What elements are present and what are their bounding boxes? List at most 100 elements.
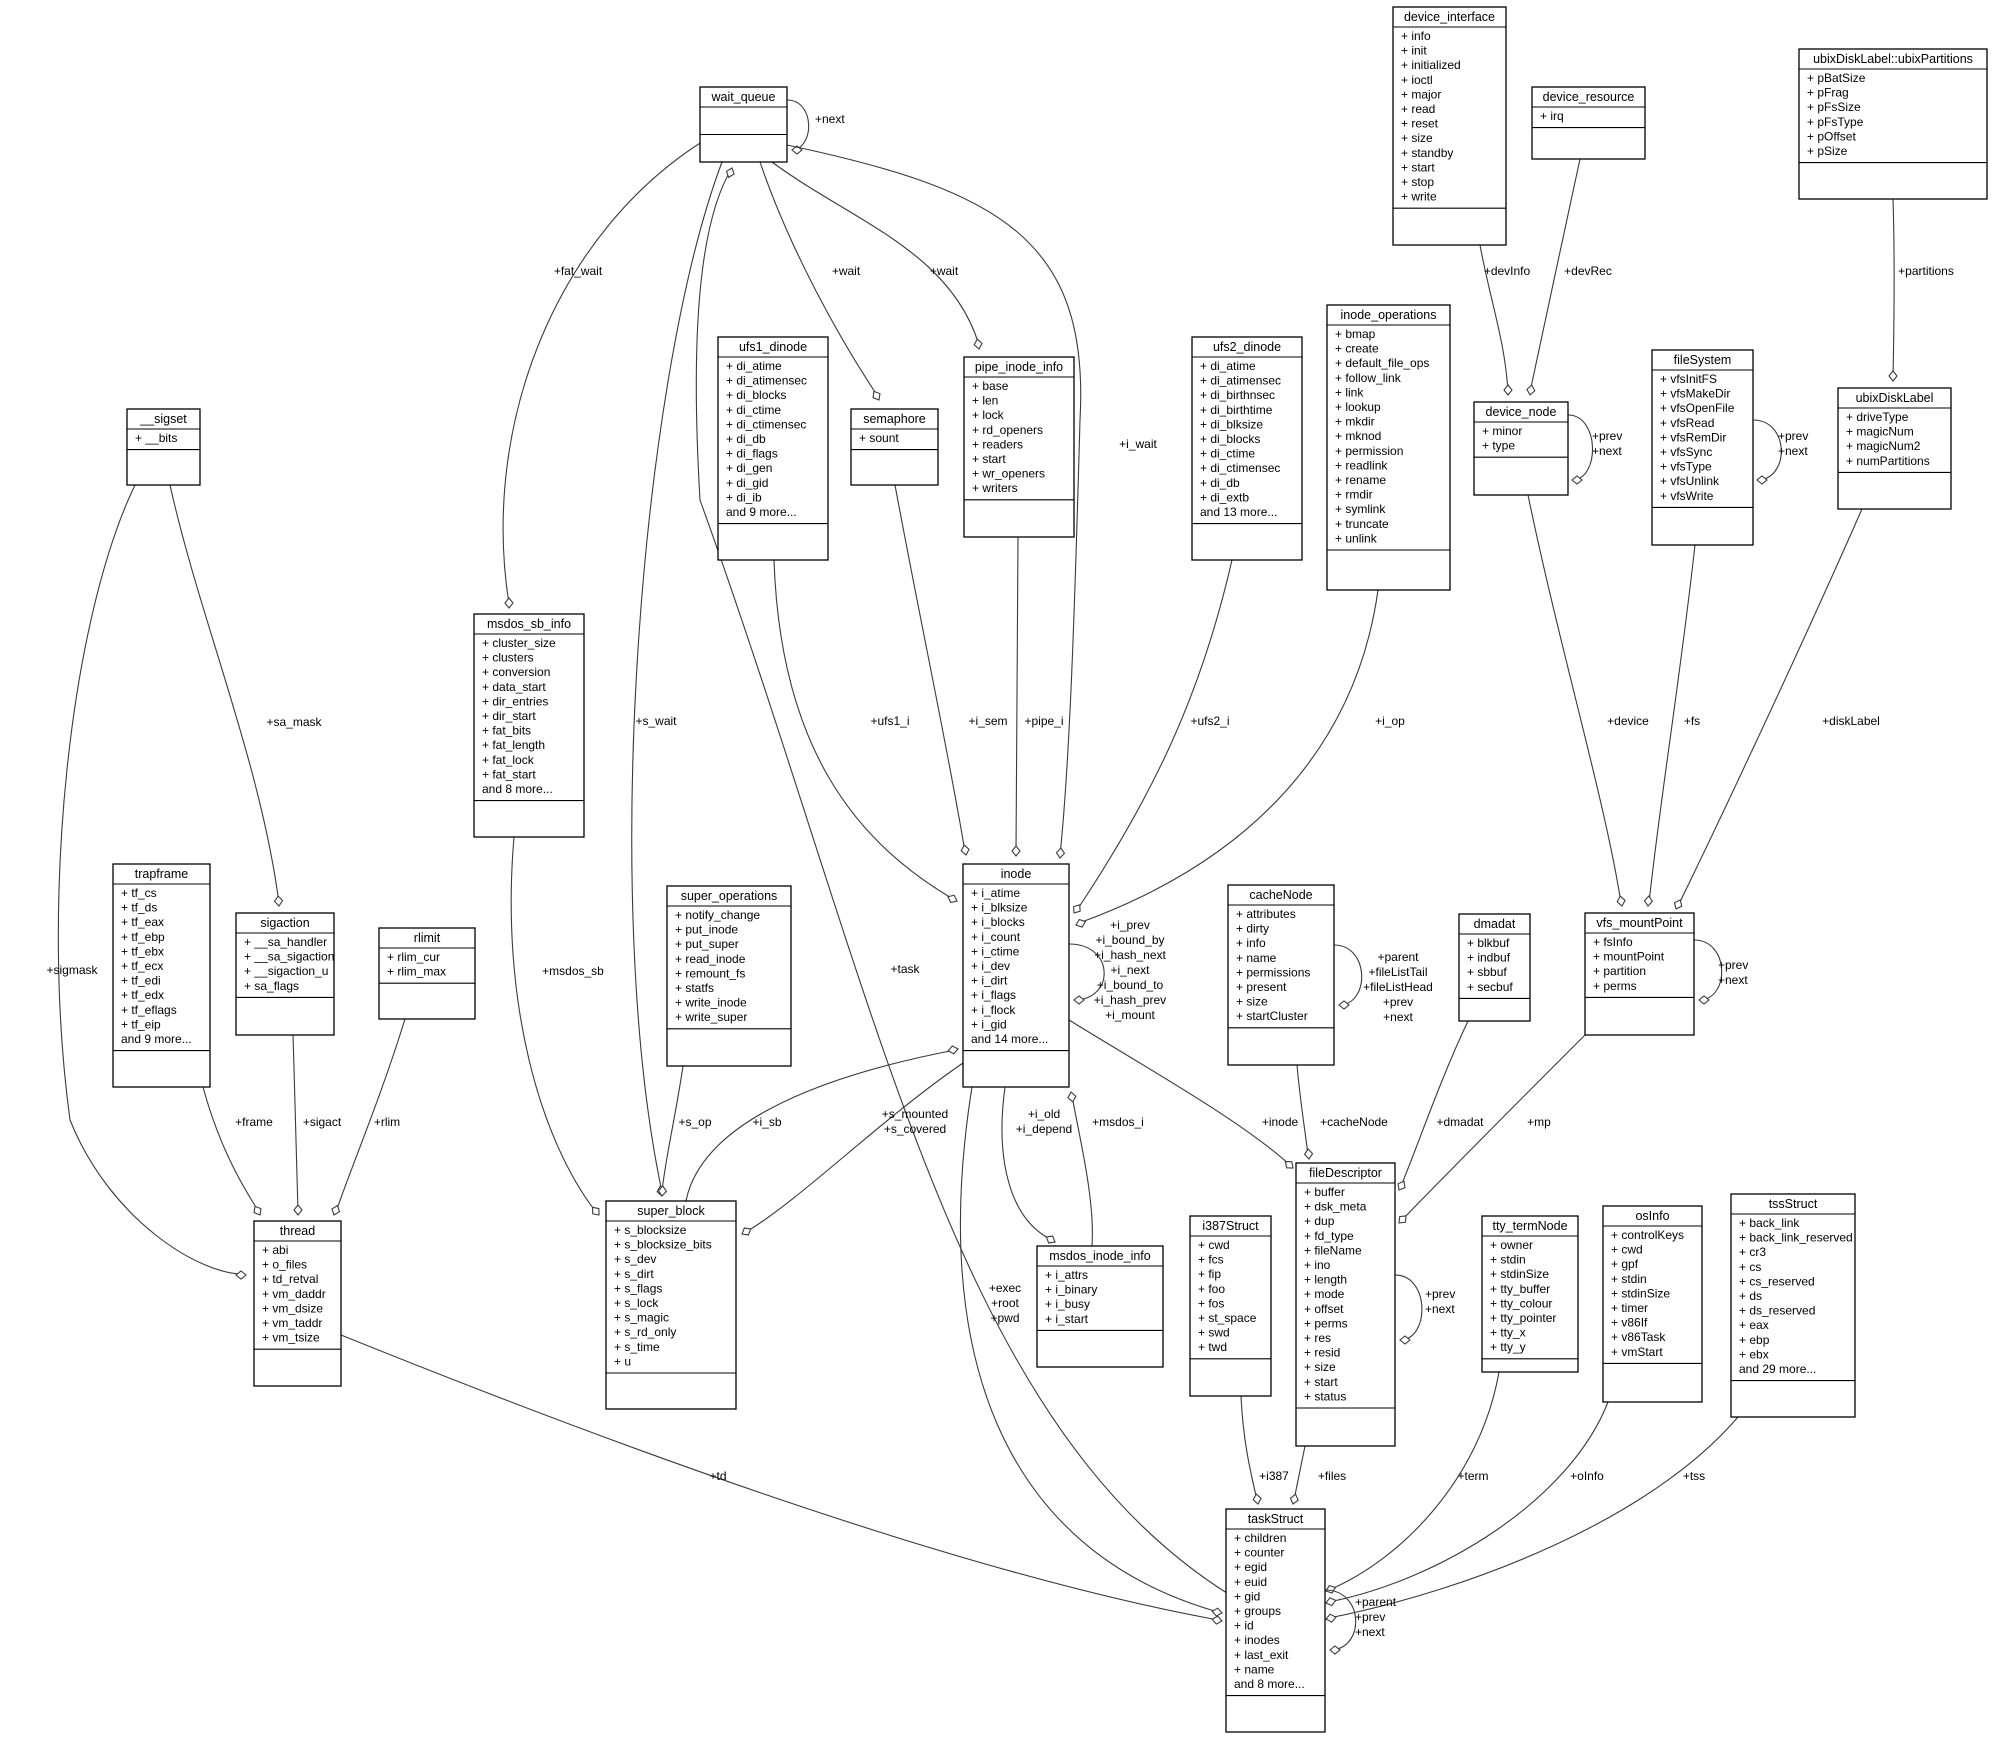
- edge-thread-task: [340, 1334, 1223, 1625]
- edge-line: [202, 1086, 260, 1213]
- class-box-frame: [605, 1200, 737, 1410]
- class-box-frame: [1392, 6, 1507, 246]
- class-box-rlimit[interactable]: rlimit+ rlim_cur+ rlim_max: [378, 927, 476, 1020]
- edges-layer: [57, 99, 1898, 1655]
- edge-label: +i_bound_to: [1097, 978, 1164, 992]
- aggregation-diamond-icon: [1252, 1493, 1262, 1505]
- class-box-inode_operations[interactable]: inode_operations+ bmap+ create+ default_…: [1326, 304, 1451, 591]
- class-box-device_node[interactable]: device_node+ minor+ type: [1473, 401, 1569, 496]
- class-box-dmadat[interactable]: dmadat+ blkbuf+ indbuf+ sbbuf+ secbuf: [1458, 913, 1531, 1022]
- class-box-device_resource[interactable]: device_resource+ irq: [1531, 86, 1646, 160]
- aggregation-diamond-icon: [741, 1227, 752, 1236]
- edge-label: +prev: [1718, 958, 1748, 972]
- class-box-vfs_mountPoint[interactable]: vfs_mountPoint+ fsInfo+ mountPoint+ part…: [1584, 912, 1695, 1036]
- class-box-wait_queue[interactable]: wait_queue: [699, 86, 788, 163]
- class-box-semaphore[interactable]: semaphore+ sount: [850, 408, 939, 486]
- class-member: + writers: [972, 481, 1018, 495]
- class-box-taskStruct[interactable]: taskStruct+ children+ counter+ egid+ eui…: [1225, 1508, 1326, 1733]
- class-box-i387Struct[interactable]: i387Struct+ cwd+ fcs+ fip+ foo+ fos+ st_…: [1189, 1215, 1272, 1397]
- class-box-fileDescriptor[interactable]: fileDescriptor+ buffer+ dsk_meta+ dup+ f…: [1295, 1162, 1396, 1447]
- class-member: + counter: [1234, 1546, 1284, 1560]
- class-box-ubixDiskLabel[interactable]: ubixDiskLabel+ driveType+ magicNum+ magi…: [1837, 387, 1952, 510]
- aggregation-diamond-icon: [1526, 384, 1536, 396]
- aggregation-diamond-icon: [1673, 899, 1683, 910]
- class-box-ufs1_dinode[interactable]: ufs1_dinode+ di_atime+ di_atimensec+ di_…: [717, 336, 829, 561]
- class-box-sigset[interactable]: __sigset + __bits: [126, 408, 201, 486]
- class-box-frame: [1481, 1215, 1579, 1373]
- class-member: + controlKeys: [1611, 1228, 1684, 1242]
- class-box-thread[interactable]: thread+ abi+ o_files+ td_retval+ vm_dadd…: [253, 1220, 342, 1387]
- class-member: + fat_lock: [482, 753, 535, 767]
- class-name: taskStruct: [1248, 1512, 1304, 1526]
- class-member: + mode: [1304, 1287, 1345, 1301]
- class-member: + di_flags: [726, 447, 778, 461]
- class-member: + info: [1236, 936, 1266, 950]
- class-member: + put_inode: [675, 923, 738, 937]
- class-member: + vm_taddr: [262, 1316, 322, 1330]
- edge-ufs2-inode: [1073, 559, 1233, 914]
- class-member: + o_files: [262, 1258, 307, 1272]
- class-member: + clusters: [482, 651, 534, 665]
- class-member: + follow_link: [1335, 371, 1402, 385]
- class-box-super_block[interactable]: super_block+ s_blocksize+ s_blocksize_bi…: [605, 1200, 737, 1410]
- class-box-tty_termNode[interactable]: tty_termNode+ owner+ stdin+ stdinSize+ t…: [1481, 1215, 1579, 1373]
- class-box-sigaction[interactable]: sigaction+ __sa_handler+ __sa_sigaction+…: [235, 912, 335, 1036]
- class-box-super_operations[interactable]: super_operations+ notify_change+ put_ino…: [666, 885, 792, 1067]
- class-member: + vfsOpenFile: [1660, 401, 1735, 415]
- edge-label: +next: [1425, 1302, 1455, 1316]
- class-member: + ds_reserved: [1739, 1304, 1815, 1318]
- edge-line: [1068, 1019, 1291, 1166]
- class-member: + s_blocksize: [614, 1223, 687, 1237]
- class-member: + read_inode: [675, 952, 746, 966]
- class-member: + mknod: [1335, 429, 1381, 443]
- class-box-osInfo[interactable]: osInfo+ controlKeys+ cwd+ gpf+ stdin+ st…: [1602, 1205, 1703, 1403]
- class-box-msdos_sb_info[interactable]: msdos_sb_info+ cluster_size+ clusters+ c…: [473, 613, 585, 838]
- class-box-frame: [1191, 336, 1303, 561]
- class-member: and 9 more...: [121, 1032, 192, 1046]
- class-member: + mountPoint: [1593, 950, 1665, 964]
- class-member: + vfsType: [1660, 460, 1712, 474]
- class-name: pipe_inode_info: [975, 360, 1063, 374]
- class-member: + __bits: [135, 431, 177, 445]
- class-member: + abi: [262, 1243, 288, 1257]
- class-member: + unlink: [1335, 531, 1378, 545]
- edge-task-self: [1324, 1589, 1357, 1655]
- class-box-ufs2_dinode[interactable]: ufs2_dinode+ di_atime+ di_atimensec+ di_…: [1191, 336, 1303, 561]
- class-member: + default_file_ops: [1335, 356, 1429, 370]
- class-member: + di_ib: [726, 490, 762, 504]
- class-member: + perms: [1593, 979, 1637, 993]
- edge-label: +next: [815, 112, 845, 126]
- class-member: + di_atime: [1200, 359, 1256, 373]
- class-name: __sigset: [139, 412, 187, 426]
- class-box-fileSystem[interactable]: fileSystem+ vfsInitFS+ vfsMakeDir+ vfsOp…: [1651, 349, 1754, 546]
- edge-line: [631, 161, 723, 1193]
- aggregation-diamond-icon: [1338, 1000, 1350, 1010]
- class-box-ubixDiskLabel_ubixPartitions[interactable]: ubixDiskLabel::ubixPartitions+ pBatSize+…: [1798, 48, 1988, 200]
- aggregation-diamond-icon: [1303, 1148, 1314, 1160]
- aggregation-diamond-icon: [1756, 475, 1768, 485]
- class-member: + dir_entries: [482, 694, 548, 708]
- edge-line: [1394, 1274, 1423, 1341]
- edge-label: +s_wait: [635, 714, 677, 728]
- class-box-device_interface[interactable]: device_interface+ info+ init+ initialize…: [1392, 6, 1507, 246]
- class-member: + tty_buffer: [1490, 1282, 1550, 1296]
- class-box-tssStruct[interactable]: tssStruct+ back_link+ back_link_reserved…: [1730, 1193, 1856, 1418]
- class-box-pipe_inode_info[interactable]: pipe_inode_info+ base+ len+ lock+ rd_ope…: [963, 356, 1075, 538]
- edge-label: +mp: [1527, 1115, 1551, 1129]
- edge-inode-fd: [1068, 1019, 1294, 1169]
- edge-label: +i_prev: [1110, 918, 1150, 932]
- aggregation-diamond-icon: [973, 338, 983, 350]
- edge-label: +msdos_i: [1092, 1115, 1144, 1129]
- class-box-msdos_inode_info[interactable]: msdos_inode_info+ i_attrs+ i_binary+ i_b…: [1036, 1245, 1164, 1368]
- class-member: + di_atimensec: [1200, 374, 1281, 388]
- edge-label: +inode: [1262, 1115, 1299, 1129]
- class-box-inode[interactable]: inode+ i_atime+ i_blksize+ i_blocks+ i_c…: [962, 863, 1070, 1088]
- class-box-cacheNode[interactable]: cacheNode+ attributes+ dirty+ info+ name…: [1227, 884, 1335, 1066]
- edge-label: +devInfo: [1484, 264, 1531, 278]
- edge-label: +ufs2_i: [1190, 714, 1229, 728]
- class-member: + create: [1335, 342, 1379, 356]
- class-member: + ebp: [1739, 1333, 1770, 1347]
- aggregation-diamond-icon: [725, 167, 735, 179]
- class-box-trapframe[interactable]: trapframe+ tf_cs+ tf_ds+ tf_eax+ tf_ebp+…: [112, 863, 211, 1088]
- class-member: + stdin: [1490, 1253, 1526, 1267]
